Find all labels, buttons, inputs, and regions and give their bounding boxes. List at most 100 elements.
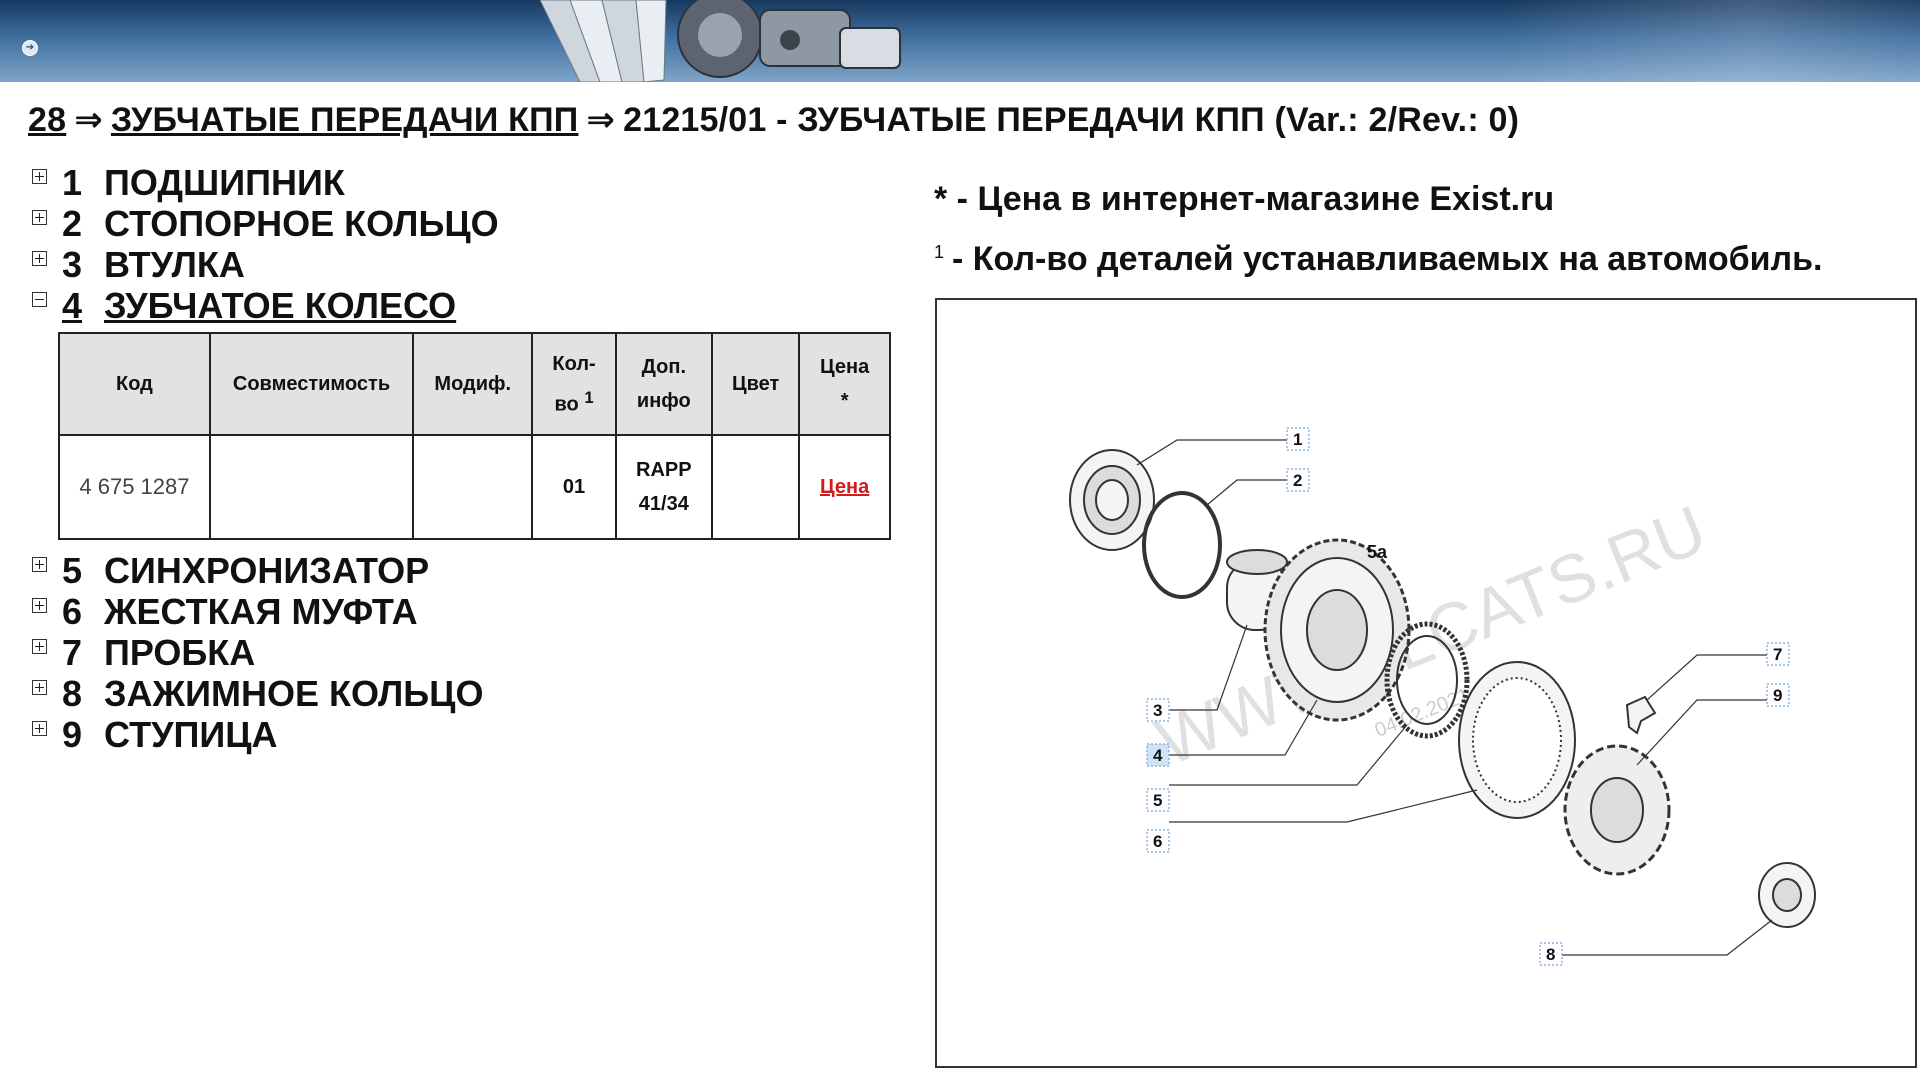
col-header-modif: Модиф. [412, 332, 534, 436]
part-name[interactable]: ЗАЖИМНОЕ КОЛЬЦО [104, 673, 484, 714]
part-name[interactable]: ВТУЛКА [104, 244, 245, 285]
expand-plus-icon[interactable] [32, 598, 47, 613]
callout-9[interactable]: 9 [1766, 683, 1790, 707]
qty-footnote-text: - Кол-во деталей устанавливаемых на авто… [952, 240, 1823, 278]
price-footnote-mark: * [840, 390, 849, 412]
callout-7[interactable]: 7 [1766, 642, 1790, 666]
callout-3[interactable]: 3 [1146, 698, 1170, 722]
part-name[interactable]: СТОПОРНОЕ КОЛЬЦО [104, 203, 499, 244]
part-number: 4 [62, 285, 83, 326]
parts-tree: 1 ПОДШИПНИК 2 СТОПОРНОЕ КОЛЬЦО 3 ВТУЛКА … [30, 160, 900, 755]
expand-plus-icon[interactable] [32, 639, 47, 654]
part-name[interactable]: ПРОБКА [104, 632, 256, 673]
svg-text:6: 6 [1153, 832, 1162, 851]
col-header-info: Доп.инфо [614, 332, 714, 436]
callout-6[interactable]: 6 [1146, 829, 1170, 853]
breadcrumb-link-group[interactable]: 28 [28, 101, 67, 139]
callout-2[interactable]: 2 [1286, 468, 1310, 492]
coupling-drawing [1458, 661, 1576, 819]
gear-wheel-drawing: 5a [1263, 538, 1411, 722]
svg-text:5: 5 [1153, 791, 1162, 810]
part-item-4[interactable]: 4 ЗУБЧАТОЕ КОЛЕСО [30, 283, 900, 326]
info-value-1: RAPP [636, 459, 692, 481]
expand-plus-icon[interactable] [32, 557, 47, 572]
part-name[interactable]: ПОДШИПНИК [104, 162, 345, 203]
info-label-2: инфо [636, 390, 691, 412]
table-row: 4 675 1287 01 RAPP 41/34 Цена [58, 434, 891, 540]
part-number: 8 [62, 673, 83, 714]
breadcrumb-link-section[interactable]: ЗУБЧАТЫЕ ПЕРЕДАЧИ КПП [110, 101, 579, 139]
part-item-1[interactable]: 1 ПОДШИПНИК [30, 160, 900, 203]
part-number: 9 [62, 714, 83, 755]
qty-footnote: 1 - Кол-во деталей устанавливаемых на авт… [934, 240, 1822, 279]
part-item-3[interactable]: 3 ВТУЛКА [30, 242, 900, 285]
breadcrumb-separator: ⇒ [586, 101, 616, 139]
part-name[interactable]: ЗУБЧАТОЕ КОЛЕСО [104, 285, 457, 326]
part-item-9[interactable]: 9 СТУПИЦА [30, 712, 900, 755]
svg-text:3: 3 [1153, 701, 1162, 720]
table-header-row: Код Совместимость Модиф. Кол-во 1 Доп.ин… [58, 332, 891, 436]
part-number: 7 [62, 632, 83, 673]
cell-code[interactable]: 4 675 1287 [58, 434, 211, 540]
svg-text:4: 4 [1153, 746, 1163, 765]
expand-plus-icon[interactable] [32, 721, 47, 736]
svg-text:1: 1 [1293, 430, 1302, 449]
synchronizer-drawing [1384, 621, 1470, 739]
banner-sheen [1500, 0, 1920, 82]
breadcrumb: 28⇒ЗУБЧАТЫЕ ПЕРЕДАЧИ КПП⇒21215/01 - ЗУБЧ… [28, 100, 1519, 140]
svg-text:9: 9 [1773, 686, 1782, 705]
subpart-label: 5a [1367, 542, 1388, 562]
expand-plus-icon[interactable] [32, 169, 47, 184]
cell-color [711, 434, 801, 540]
cell-qty: 01 [531, 434, 617, 540]
callout-4[interactable]: 4 [1146, 743, 1170, 767]
collapse-minus-icon[interactable] [32, 292, 47, 307]
col-header-price: Цена* [798, 332, 891, 436]
bearing-drawing [1069, 449, 1155, 551]
part-number: 1 [62, 162, 83, 203]
qty-footnote-mark: 1 [584, 387, 594, 407]
part-item-7[interactable]: 7 ПРОБКА [30, 630, 900, 673]
col-header-color: Цвет [711, 332, 801, 436]
cell-compat [208, 434, 415, 540]
expand-plus-icon[interactable] [32, 680, 47, 695]
breadcrumb-current: 21215/01 - ЗУБЧАТЫЕ ПЕРЕДАЧИ КПП (Var.: … [623, 101, 1520, 139]
clamp-ring-drawing [1758, 862, 1816, 928]
header-banner [0, 0, 1920, 82]
col-header-code: Код [58, 332, 211, 436]
arrow-right-circle-icon[interactable]: ➔ [22, 40, 38, 56]
leader-lines [1136, 439, 1773, 956]
part-name[interactable]: СТУПИЦА [104, 714, 278, 755]
qty-label-2: во [554, 393, 579, 416]
engine-parts-banner-icon [540, 0, 901, 82]
callout-5[interactable]: 5 [1146, 788, 1170, 812]
snap-ring-drawing [1142, 491, 1222, 599]
part-number: 6 [62, 591, 83, 632]
callout-8[interactable]: 8 [1539, 942, 1563, 966]
part-item-5[interactable]: 5 СИНХРОНИЗАТОР [30, 548, 900, 591]
part-number: 5 [62, 550, 83, 591]
svg-text:2: 2 [1293, 471, 1302, 490]
svg-text:8: 8 [1546, 945, 1555, 964]
parts-table: Код Совместимость Модиф. Кол-во 1 Доп.ин… [58, 332, 891, 540]
price-footnote: * - Цена в интернет-магазине Exist.ru [934, 180, 1555, 218]
plug-drawing [1625, 695, 1657, 735]
qty-label-1: Кол- [552, 352, 596, 375]
part-name[interactable]: ЖЕСТКАЯ МУФТА [104, 591, 418, 632]
part-item-8[interactable]: 8 ЗАЖИМНОЕ КОЛЬЦО [30, 671, 900, 714]
qty-footnote-mark: 1 [934, 241, 945, 262]
part-item-2[interactable]: 2 СТОПОРНОЕ КОЛЬЦО [30, 201, 900, 244]
col-header-compat: Совместимость [208, 332, 415, 436]
info-value-2: 41/34 [638, 493, 689, 515]
expand-plus-icon[interactable] [32, 210, 47, 225]
svg-text:7: 7 [1773, 645, 1782, 664]
callout-1[interactable]: 1 [1286, 427, 1310, 451]
part-name[interactable]: СИНХРОНИЗАТОР [104, 550, 430, 591]
parts-diagram: WWW.ELCATS.RU 04.02.2021 5a [935, 298, 1917, 1068]
hub-drawing [1563, 744, 1671, 876]
expand-plus-icon[interactable] [32, 251, 47, 266]
part-item-6[interactable]: 6 ЖЕСТКАЯ МУФТА [30, 589, 900, 632]
cell-price: Цена [798, 434, 891, 540]
cell-info: RAPP 41/34 [614, 434, 714, 540]
price-link[interactable]: Цена [820, 476, 870, 498]
